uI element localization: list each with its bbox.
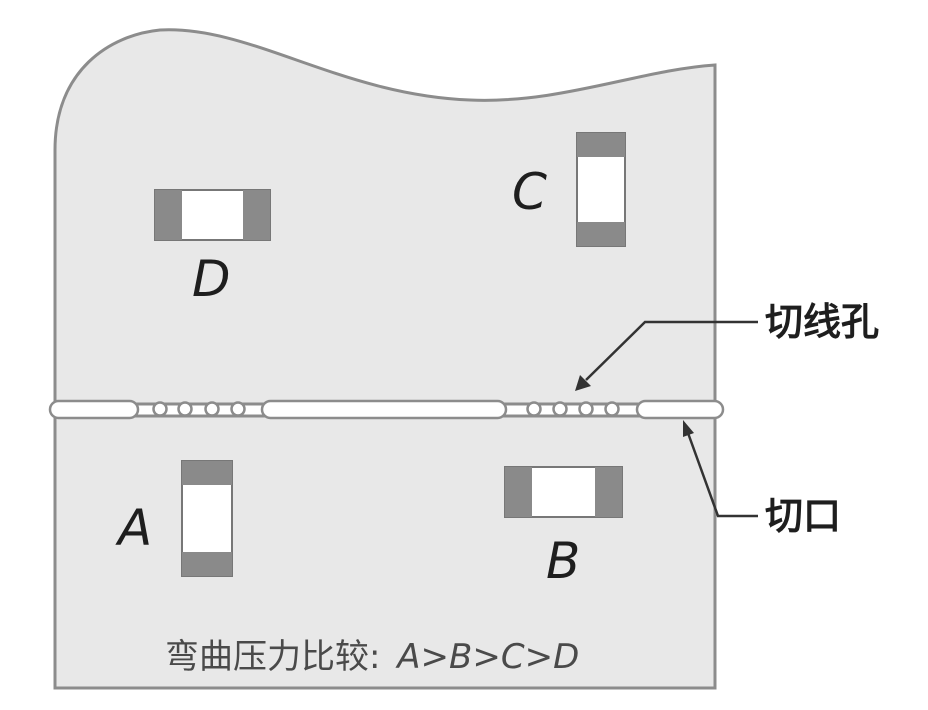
perforation-hole: [177, 401, 193, 417]
component-d: [154, 189, 271, 241]
pcb-board: [53, 28, 717, 406]
callout-cut-holes: 切线孔: [765, 300, 879, 344]
component-c-label: C: [512, 163, 547, 221]
component-b-terminal-right: [595, 467, 622, 517]
component-c-terminal-top: [577, 133, 625, 157]
component-d-terminal-left: [155, 190, 182, 240]
component-b-terminal-left: [505, 467, 532, 517]
perforation-hole: [152, 401, 168, 417]
perforation-hole: [526, 401, 542, 417]
cut-slot-left: [48, 399, 140, 420]
component-c: [576, 132, 626, 247]
perforation-hole: [604, 401, 620, 417]
component-b-label: B: [546, 532, 580, 590]
component-a-terminal-top: [182, 461, 232, 485]
component-a-terminal-bottom: [182, 552, 232, 576]
cut-slot-middle: [260, 399, 508, 420]
perforation-hole: [204, 401, 220, 417]
component-d-label: D: [192, 250, 231, 308]
cut-slot-right: [635, 399, 725, 420]
caption: 弯曲压力比较: A>B>C>D: [165, 637, 579, 677]
callout-arrow-cut-holes: [575, 320, 758, 391]
caption-prefix: 弯曲压力比较:: [165, 637, 380, 677]
component-b: [504, 466, 623, 518]
cut-line: [48, 399, 725, 420]
callout-arrow-cut-slot: [683, 420, 758, 518]
perforation-hole: [552, 401, 568, 417]
caption-comparison: A>B>C>D: [395, 637, 579, 677]
perforation-hole: [578, 401, 594, 417]
component-a: [181, 460, 233, 577]
component-d-terminal-right: [243, 190, 270, 240]
perforation-hole: [230, 401, 246, 417]
component-c-terminal-bottom: [577, 222, 625, 246]
callout-cut-slot: 切口: [765, 494, 841, 538]
component-a-label: A: [115, 499, 152, 557]
pcb-board-lower: [53, 414, 717, 690]
